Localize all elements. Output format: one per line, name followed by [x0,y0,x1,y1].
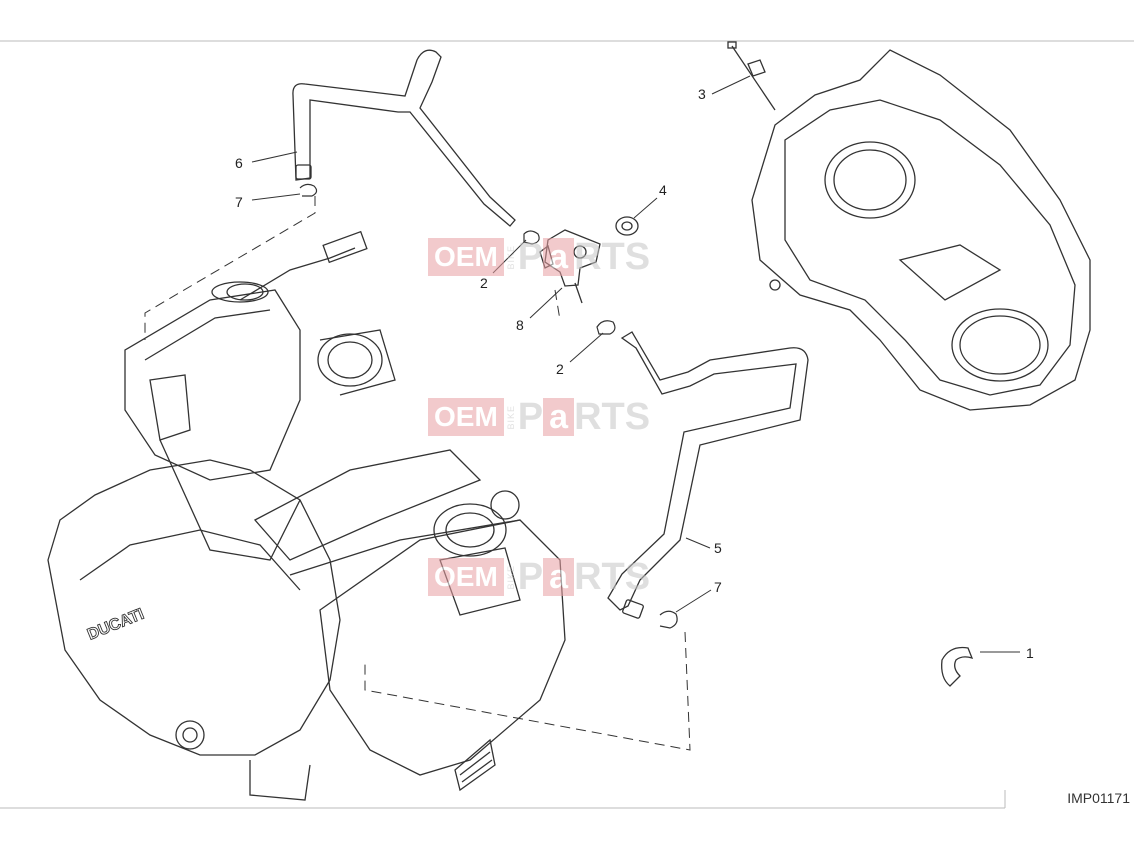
engine-brand-text: DUCATI [85,606,146,644]
watermark-rts: RTS [574,395,651,438]
watermark-p: P [517,395,544,438]
hose-6 [292,49,516,227]
callout-2-lower: 2 [556,361,564,377]
callout-8: 8 [516,317,524,333]
callout-5: 5 [714,540,722,556]
watermark-middle: OEM BIKE P a RTS [428,396,650,438]
watermark-oem: OEM [428,398,504,436]
watermark-bottom: OEM BIKE P a RTS [428,556,650,598]
callout-7-upper: 7 [235,194,243,210]
callout-7-lower: 7 [714,579,722,595]
dashed-assembly-lines [144,196,691,751]
callout-6: 6 [235,155,243,171]
watermark-p: P [517,235,544,278]
watermark-bike: BIKE [505,404,516,430]
airbox [751,49,1091,411]
clamp-2-lower [596,320,616,335]
clamp-7-upper [299,183,318,197]
watermark-oem: OEM [428,558,504,596]
clamp-2-upper [523,230,540,245]
bolt-3 [727,41,776,111]
watermark-p: P [517,555,544,598]
clamp-7-lower [659,610,678,629]
clip-1 [941,646,974,687]
watermark-rts: RTS [574,555,651,598]
watermark-a: a [543,398,575,436]
watermark-top: OEM BIKE P a RTS [428,236,650,278]
watermark-rts: RTS [574,235,651,278]
hose-5 [607,331,809,619]
callout-3: 3 [698,86,706,102]
engine-assembly [47,230,566,801]
watermark-bike: BIKE [505,564,516,590]
diagram-reference-code: IMP01171 [1067,790,1130,806]
watermark-oem: OEM [428,238,504,276]
watermark-a: a [543,238,575,276]
callout-4: 4 [659,182,667,198]
grommet-4 [615,216,639,236]
watermark-a: a [543,558,575,596]
callout-1: 1 [1026,645,1034,661]
callout-leaders [251,75,1020,653]
watermark-bike: BIKE [505,244,516,270]
callout-2-upper: 2 [480,275,488,291]
